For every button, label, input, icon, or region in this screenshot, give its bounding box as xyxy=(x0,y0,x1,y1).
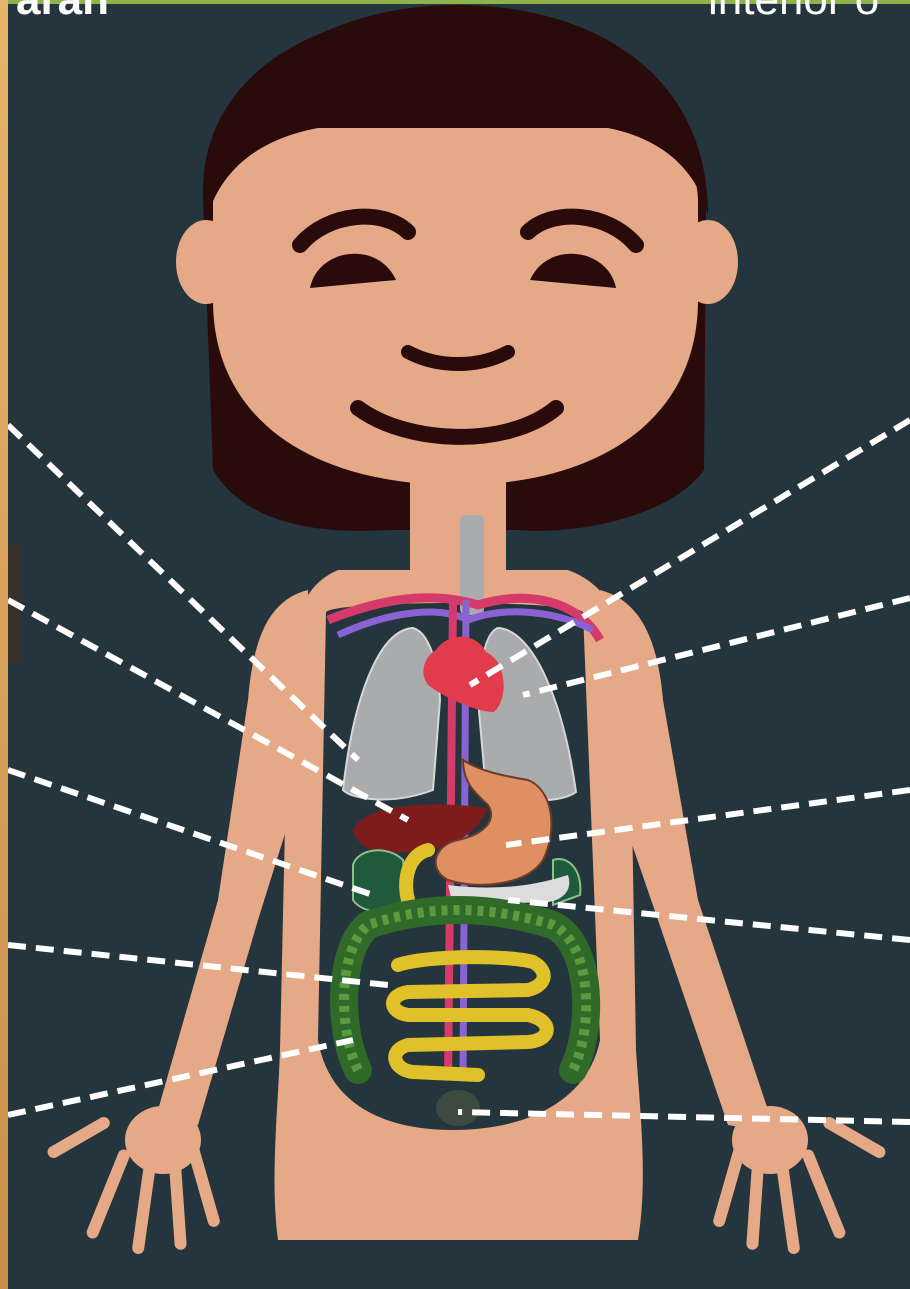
body-illustration xyxy=(8,0,910,1289)
left-hand xyxy=(45,1106,221,1255)
bladder xyxy=(436,1090,480,1126)
diagram-canvas: aran interior o xyxy=(8,0,910,1289)
torso-hem xyxy=(278,1240,638,1289)
neck xyxy=(410,470,506,590)
right-hand xyxy=(712,1106,888,1255)
